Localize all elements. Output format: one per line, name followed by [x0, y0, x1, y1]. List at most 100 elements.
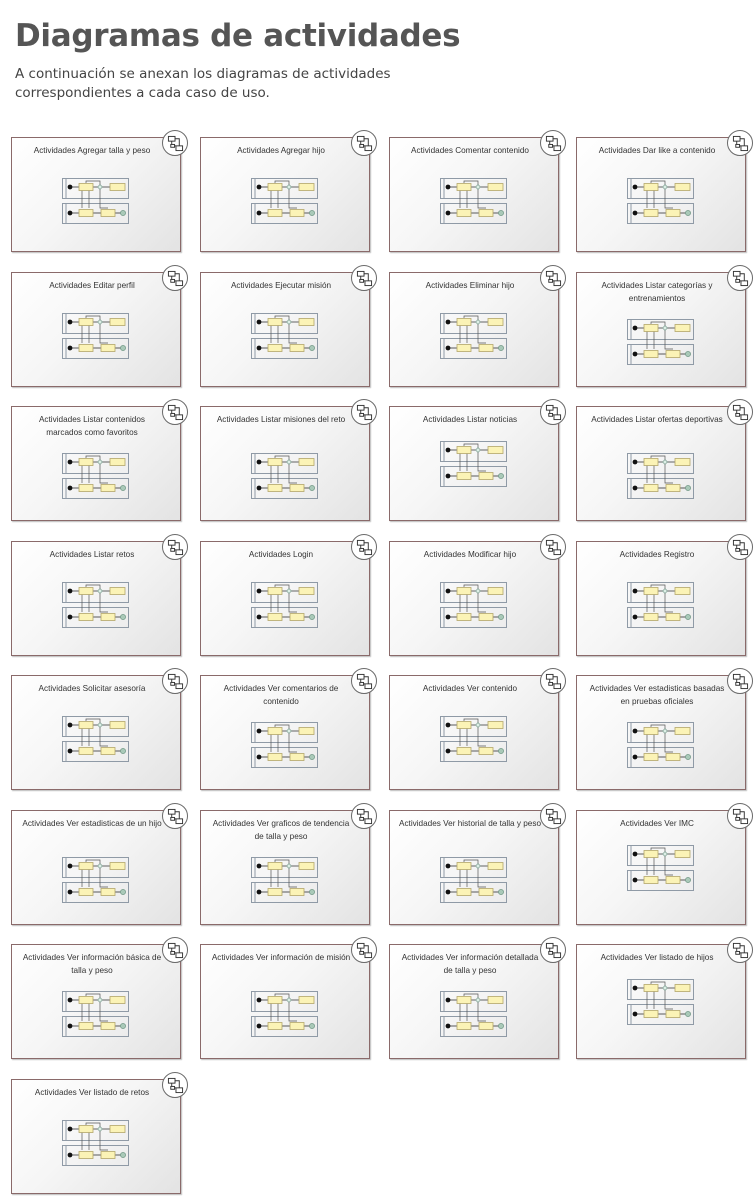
diagram-link-icon[interactable]: [351, 803, 377, 829]
diagram-card[interactable]: Actividades Listar ofertas deportivas: [576, 399, 753, 521]
diagram-link-icon[interactable]: [162, 265, 188, 291]
diagram-card[interactable]: Actividades Ejecutar misión: [200, 265, 377, 387]
diagram-link-icon[interactable]: [540, 937, 566, 963]
diagram-title: Actividades Ver información básica de ta…: [22, 953, 162, 975]
diagram-title: Actividades Login: [248, 550, 314, 559]
diagram-card[interactable]: Actividades Login: [200, 534, 377, 656]
diagram-link-icon[interactable]: [351, 130, 377, 156]
diagram-card[interactable]: Actividades Ver información detallada de…: [389, 937, 566, 1059]
diagram-card[interactable]: Actividades Editar perfil: [11, 265, 188, 387]
diagram-link-icon[interactable]: [727, 399, 753, 425]
diagram-title: Actividades Registro: [619, 550, 695, 559]
intro-text: A continuación se anexan los diagramas d…: [15, 66, 391, 101]
activity-diagram-icon: [251, 991, 319, 1041]
diagram-title: Actividades Listar retos: [49, 550, 135, 559]
diagram-card[interactable]: Actividades Listar contenidos marcados c…: [11, 399, 188, 521]
diagram-card[interactable]: Actividades Ver estadisticas de un hijo: [11, 803, 188, 925]
diagram-title: Actividades Ver IMC: [620, 819, 694, 828]
diagram-link-icon[interactable]: [351, 534, 377, 560]
diagram-card[interactable]: Actividades Listar categorías y entrenam…: [576, 265, 753, 387]
activity-diagram-icon: [440, 991, 508, 1041]
diagram-title: Actividades Listar ofertas deportivas: [591, 415, 723, 424]
diagram-title: Actividades Ver comentarios de contenido: [223, 684, 339, 706]
activity-diagram-icon: [627, 979, 695, 1029]
diagram-link-icon[interactable]: [727, 534, 753, 560]
diagram-link-icon[interactable]: [162, 1072, 188, 1098]
diagram-link-icon[interactable]: [540, 399, 566, 425]
diagram-link-icon[interactable]: [540, 803, 566, 829]
diagram-card[interactable]: Actividades Comentar contenido: [389, 130, 566, 252]
diagram-card[interactable]: Actividades Eliminar hijo: [389, 265, 566, 387]
diagram-title: Actividades Ver listado de hijos: [600, 953, 714, 962]
diagram-card[interactable]: Actividades Ver IMC: [576, 803, 753, 925]
diagram-link-icon[interactable]: [727, 130, 753, 156]
diagram-card[interactable]: Actividades Ver estadisticas basadas en …: [576, 668, 753, 790]
diagram-link-icon[interactable]: [351, 265, 377, 291]
activity-diagram-icon: [627, 582, 695, 632]
diagram-link-icon[interactable]: [351, 937, 377, 963]
diagram-card[interactable]: Actividades Agregar hijo: [200, 130, 377, 252]
diagram-card[interactable]: Actividades Modificar hijo: [389, 534, 566, 656]
diagram-card[interactable]: Actividades Listar misiones del reto: [200, 399, 377, 521]
diagram-link-icon[interactable]: [540, 534, 566, 560]
activity-diagram-icon: [440, 313, 508, 363]
diagram-card[interactable]: Actividades Ver información de misión: [200, 937, 377, 1059]
diagram-card[interactable]: Actividades Agregar talla y peso: [11, 130, 188, 252]
diagram-link-icon[interactable]: [162, 399, 188, 425]
diagram-link-icon[interactable]: [162, 534, 188, 560]
diagram-card[interactable]: Actividades Ver comentarios de contenido: [200, 668, 377, 790]
activity-diagram-icon: [251, 313, 319, 363]
activity-diagram-icon: [440, 582, 508, 632]
diagram-title: Actividades Ver contenido: [422, 684, 518, 693]
diagram-link-icon[interactable]: [727, 937, 753, 963]
diagram-link-icon[interactable]: [162, 130, 188, 156]
activity-diagram-icon: [62, 453, 130, 503]
diagram-card[interactable]: Actividades Ver información básica de ta…: [11, 937, 188, 1059]
diagram-title: Actividades Agregar talla y peso: [33, 146, 151, 155]
diagram-link-icon[interactable]: [162, 803, 188, 829]
diagram-card[interactable]: Actividades Ver historial de talla y pes…: [389, 803, 566, 925]
diagram-card[interactable]: Actividades Solicitar asesoría: [11, 668, 188, 790]
diagram-link-icon[interactable]: [540, 668, 566, 694]
diagram-title: Actividades Ver información de misión: [211, 953, 351, 962]
diagram-title: Actividades Ver estadisticas de un hijo: [22, 819, 162, 828]
diagram-title: Actividades Ver información detallada de…: [401, 953, 539, 975]
activity-diagram-icon: [627, 845, 695, 895]
diagram-title: Actividades Ejecutar misión: [230, 281, 332, 290]
activity-diagram-icon: [627, 453, 695, 503]
diagram-card[interactable]: Actividades Listar noticias: [389, 399, 566, 521]
diagram-title: Actividades Eliminar hijo: [425, 281, 515, 290]
diagram-link-icon[interactable]: [351, 668, 377, 694]
diagram-title: Actividades Listar contenidos marcados c…: [38, 415, 146, 437]
diagram-link-icon[interactable]: [162, 668, 188, 694]
diagram-link-icon[interactable]: [727, 668, 753, 694]
activity-diagram-icon: [440, 716, 508, 766]
diagram-link-icon[interactable]: [727, 803, 753, 829]
activity-diagram-icon: [627, 722, 695, 772]
diagram-card[interactable]: Actividades Ver listado de hijos: [576, 937, 753, 1059]
diagram-link-icon[interactable]: [351, 399, 377, 425]
diagram-card[interactable]: Actividades Ver graficos de tendencia de…: [200, 803, 377, 925]
diagram-card[interactable]: Actividades Listar retos: [11, 534, 188, 656]
activity-diagram-icon: [62, 178, 130, 228]
diagram-card[interactable]: Actividades Dar like a contenido: [576, 130, 753, 252]
diagram-link-icon[interactable]: [540, 130, 566, 156]
diagram-title: Actividades Ver graficos de tendencia de…: [212, 819, 350, 841]
diagram-title: Actividades Listar categorías y entrenam…: [601, 281, 713, 303]
diagram-card[interactable]: Actividades Registro: [576, 534, 753, 656]
diagram-link-icon[interactable]: [540, 265, 566, 291]
diagram-link-icon[interactable]: [727, 265, 753, 291]
activity-diagram-icon: [62, 716, 130, 766]
activity-diagram-icon: [62, 991, 130, 1041]
activity-diagram-icon: [251, 857, 319, 907]
diagram-card[interactable]: Actividades Ver listado de retos: [11, 1072, 188, 1194]
activity-diagram-icon: [251, 582, 319, 632]
activity-diagram-icon: [251, 722, 319, 772]
diagram-card[interactable]: Actividades Ver contenido: [389, 668, 566, 790]
diagram-title: Actividades Solicitar asesoría: [38, 684, 146, 693]
diagram-title: Actividades Ver estadisticas basadas en …: [589, 684, 725, 706]
diagram-title: Actividades Comentar contenido: [411, 146, 529, 155]
diagram-link-icon[interactable]: [162, 937, 188, 963]
activity-diagram-icon: [627, 319, 695, 369]
